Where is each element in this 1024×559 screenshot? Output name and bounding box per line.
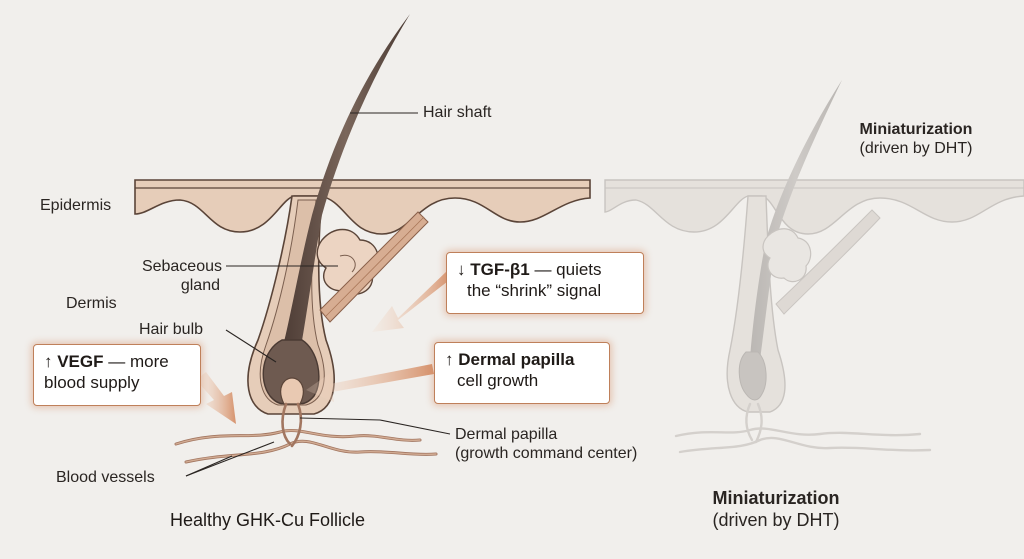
callout-vegf: ↑ VEGF — more blood supply [33,344,201,406]
papilla-arrow [306,364,434,402]
leader-lines [185,112,451,477]
callout-tgf-rest: — quiets [529,260,602,279]
epidermis-band [134,179,591,235]
callout-vegf-rest: — more [103,352,169,371]
blood-vessels [174,402,438,464]
title-mini-bottom-line2: (driven by DHT) [712,510,840,530]
callout-tgf-beta1: ↓ TGF-β1 — quiets the “shrink” signal [446,252,644,314]
callout-papilla-line2: cell growth [457,371,539,390]
title-mini-bottom-line1: Miniaturization [712,488,840,508]
label-epidermis: Epidermis [40,197,112,214]
label-dermis: Dermis [66,295,117,312]
title-mini-top-line2: (driven by DHT) [859,140,973,157]
title-miniaturization-bottom: Miniaturization (driven by DHT) [686,487,866,531]
callout-vegf-line2: blood supply [44,373,140,392]
miniaturized-follicle [604,80,1024,454]
title-mini-top-line1: Miniaturization [859,121,973,138]
label-sebaceous-line1: Sebaceous [141,258,222,275]
label-dermal-papilla-line1: Dermal papilla [455,426,558,443]
callout-tgf-line1: ↓ TGF-β1 — quiets [457,259,633,280]
callout-vegf-line1: ↑ VEGF — more [44,351,190,372]
tgf-arrow [372,270,452,332]
label-dermal-papilla: Dermal papilla (growth command center) [455,425,637,463]
title-healthy-follicle: Healthy GHK-Cu Follicle [170,510,366,530]
healthy-follicle [134,14,591,477]
callout-papilla-bold: ↑ Dermal papilla [445,350,575,369]
label-sebaceous-gland: Sebaceous gland [108,257,222,295]
callout-tgf-line2: the “shrink” signal [467,281,602,300]
callout-tgf-bold: ↓ TGF-β1 [457,260,530,279]
label-hair-bulb: Hair bulb [139,321,204,338]
title-miniaturization-top: Miniaturization (driven by DHT) [836,120,996,158]
label-dermal-papilla-line2: (growth command center) [455,445,638,462]
hair-shaft [282,14,410,352]
vegf-arrow [196,372,236,424]
dermal-papilla [280,377,304,405]
label-hair-shaft: Hair shaft [423,104,492,121]
label-sebaceous-line2: gland [180,277,220,294]
callout-vegf-bold: ↑ VEGF [44,352,104,371]
label-blood-vessels: Blood vessels [56,469,155,486]
callout-dermal-papilla: ↑ Dermal papilla cell growth [434,342,610,404]
